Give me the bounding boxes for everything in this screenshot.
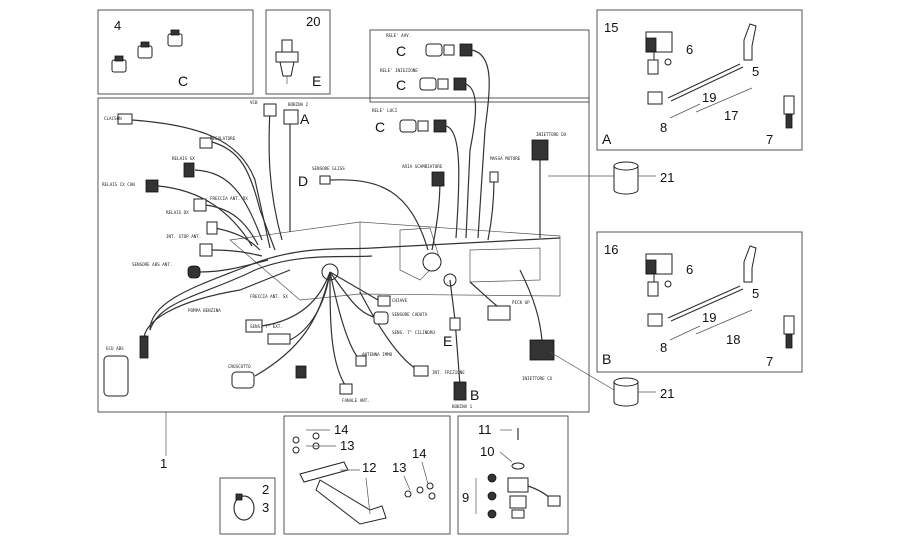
cable-tie xyxy=(233,493,255,521)
callout-14-top: 14 xyxy=(334,422,348,437)
label-sensore-gliss: SENSORE GLISS xyxy=(312,166,345,171)
label-pick-up: PICK UP xyxy=(512,300,530,305)
callout-16: 16 xyxy=(604,242,618,257)
callout-17: 17 xyxy=(724,108,738,123)
label-rele-luci: RELE' LUCI xyxy=(372,108,398,113)
label-relay-sx: RELAIS SX xyxy=(172,156,195,161)
label-freccia-ant-dx: FRECCIA ANT. DX xyxy=(210,196,248,201)
label-rele-avv: RELE' AVV. xyxy=(386,33,411,38)
label-int-stop-ant: INT. STOP ANT. xyxy=(166,234,201,239)
callout-5-A: 5 xyxy=(752,64,759,79)
sensor-mount-assembly xyxy=(487,428,561,519)
label-sensore-ant: SENSORE ABS ANT. xyxy=(132,262,172,267)
callout-8-A: 8 xyxy=(660,120,667,135)
callout-7-A: 7 xyxy=(766,132,773,147)
sensor-part-20 xyxy=(275,39,299,84)
label-sens-temp: SENS. T° EXT. xyxy=(250,324,283,329)
letter-A-main: A xyxy=(300,111,310,127)
letter-B-main: B xyxy=(470,387,479,403)
callout-15: 15 xyxy=(604,20,618,35)
label-sensore-caduta: SENSORE CADUTA xyxy=(392,312,428,317)
label-pompa-benzina: POMPA BENZINA xyxy=(188,308,221,313)
label-cruscotto: CRUSCOTTO xyxy=(228,364,251,369)
letter-A-box: A xyxy=(602,131,612,147)
callout-6-B: 6 xyxy=(686,262,693,277)
coil-group-B xyxy=(645,245,795,349)
label-antenna-immo: ANTENNA IMMO xyxy=(362,352,393,357)
label-ecu-abs: ECU ABS xyxy=(106,346,124,351)
label-chiave: CHIAVE xyxy=(392,298,408,303)
letter-B-box: B xyxy=(602,351,611,367)
letter-C1: C xyxy=(396,43,406,59)
callout-12: 12 xyxy=(362,460,376,475)
callout-9: 9 xyxy=(462,490,469,505)
callout-21-bottom: 21 xyxy=(660,386,674,401)
callout-6-A: 6 xyxy=(686,42,693,57)
label-iniettore-cx: INIETTORE CX xyxy=(522,376,553,381)
switch-parts xyxy=(111,29,183,73)
label-rele-iniezione: RELE' INIEZIONE xyxy=(380,68,418,73)
callout-19-A: 19 xyxy=(702,90,716,105)
frame-switches-C xyxy=(97,9,254,95)
frame-sensor-E xyxy=(265,9,331,95)
bracket-assembly xyxy=(292,432,436,525)
label-bobina-2: BOBINA 2 xyxy=(288,102,309,107)
letter-E-box: E xyxy=(312,73,321,89)
callout-2: 2 xyxy=(262,482,269,497)
callout-10: 10 xyxy=(480,444,494,459)
callout-1: 1 xyxy=(160,456,167,471)
label-bobina-1: BOBINA 1 xyxy=(452,404,473,409)
callout-7-B: 7 xyxy=(766,354,773,369)
letter-E-main: E xyxy=(443,333,452,349)
callout-14-bottom: 14 xyxy=(412,446,426,461)
label-freccia-ant-sx: FRECCIA ANT. SX xyxy=(250,294,288,299)
letter-D: D xyxy=(298,173,308,189)
callout-21-top: 21 xyxy=(660,170,674,185)
callout-13-top: 13 xyxy=(340,438,354,453)
label-clacson: CLACSON xyxy=(104,116,122,121)
callout-13-bottom: 13 xyxy=(392,460,406,475)
callout-18: 18 xyxy=(726,332,740,347)
frame-bracket xyxy=(283,415,451,535)
injector-cap-21-bottom xyxy=(613,377,639,407)
callout-8-B: 8 xyxy=(660,340,667,355)
frame-coil-A xyxy=(596,9,803,151)
callout-20: 20 xyxy=(306,14,320,29)
label-relay-cx: RELAIS CX CAN xyxy=(102,182,135,187)
callout-4: 4 xyxy=(114,18,121,33)
frame-main-harness xyxy=(97,97,590,413)
letter-C-box: C xyxy=(178,73,188,89)
callout-5-B: 5 xyxy=(752,286,759,301)
frame-relay-group xyxy=(369,29,590,103)
letter-C2: C xyxy=(396,77,406,93)
letter-C3: C xyxy=(375,119,385,135)
frame-coil-B xyxy=(596,231,803,373)
label-int-frizione: INT. FRIZIONE xyxy=(432,370,465,375)
label-relay-dx: RELAIS DX xyxy=(166,210,189,215)
callout-11: 11 xyxy=(478,422,492,437)
label-sens-cilindro: SENS. T° CILINDRO xyxy=(392,330,435,335)
frame-sensor-mount xyxy=(457,415,569,535)
label-vcb: VCB xyxy=(250,100,258,105)
callout-3: 3 xyxy=(262,500,269,515)
label-fanale-ant: FANALE ANT. xyxy=(342,398,370,403)
injector-cap-21-top xyxy=(613,161,639,195)
main-harness xyxy=(103,103,561,401)
label-massa-motore: MASSA MOTORE xyxy=(490,156,521,161)
relay-group xyxy=(399,43,490,239)
label-iniettore-dx: INIETTORE DX xyxy=(536,132,567,137)
callout-19-B: 19 xyxy=(702,310,716,325)
frame-cable-tie xyxy=(219,477,276,535)
label-regolatore: REGOLATORE xyxy=(210,136,236,141)
coil-group-A xyxy=(645,23,795,129)
label-aria-scambiatore: ARIA SCAMBIATORE xyxy=(402,164,443,169)
